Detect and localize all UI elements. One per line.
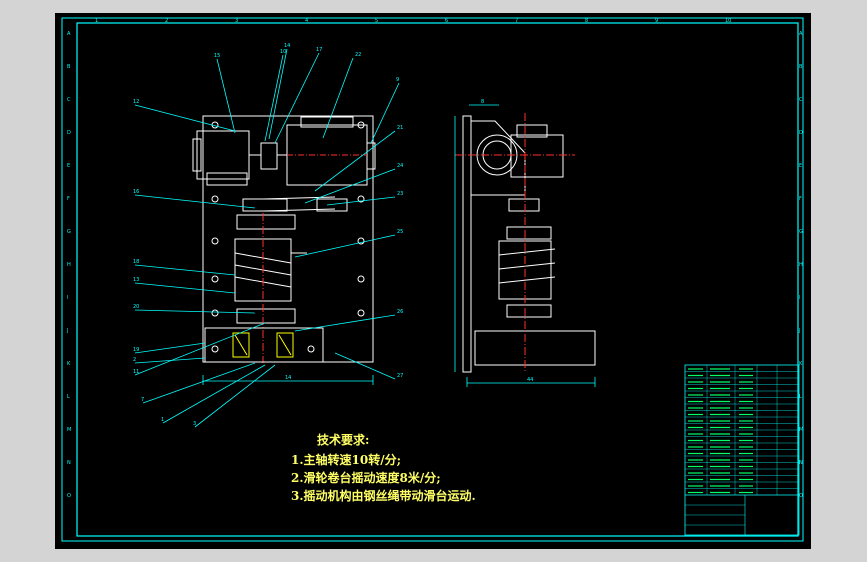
callout-label: 24 xyxy=(397,163,403,169)
zone-top-label: 3 xyxy=(235,18,238,24)
callout-label: 14 xyxy=(284,43,290,49)
zone-top-label: 7 xyxy=(515,18,518,24)
zone-side-label: K xyxy=(799,361,803,367)
callout-label: 19 xyxy=(133,347,139,353)
callout-label: 27 xyxy=(397,373,403,379)
zone-side-label: K xyxy=(67,361,71,367)
coupling xyxy=(260,142,278,170)
bearing-lower xyxy=(236,308,296,324)
zone-side-label: M xyxy=(67,427,71,433)
bearing-upper xyxy=(236,214,296,230)
bolt-holes xyxy=(211,121,365,353)
tech-req-item-1: 1.主轴转速10转/分; xyxy=(291,453,402,467)
dimension-label: 8 xyxy=(481,99,484,105)
zone-top-label: 10 xyxy=(725,18,731,24)
outer-sheet-border xyxy=(61,17,804,542)
callout-label: 15 xyxy=(214,53,220,59)
zone-side-label: L xyxy=(67,394,70,400)
zone-side-label: N xyxy=(67,460,71,466)
zone-side-label: F xyxy=(67,196,70,202)
zone-side-label: J xyxy=(798,328,800,334)
pulley-upper xyxy=(242,198,288,212)
motor-base xyxy=(206,172,248,186)
tech-req-item-2: 2.滑轮卷台摇动速度8米/分; xyxy=(291,471,441,485)
callout-label: 9 xyxy=(396,77,399,83)
callout-label: 10 xyxy=(280,49,286,55)
zone-side-label: C xyxy=(799,97,803,103)
leader-lines xyxy=(134,48,400,428)
zone-top-label: 6 xyxy=(445,18,448,24)
callout-label: 21 xyxy=(397,125,403,131)
callout-label: 16 xyxy=(133,189,139,195)
dimensions xyxy=(202,104,596,387)
zone-side-label: L xyxy=(799,394,802,400)
inner-drawing-border xyxy=(76,22,799,537)
callout-labels: 1216181320191171322221242325262715141710… xyxy=(133,43,403,427)
callout-label: 13 xyxy=(133,277,139,283)
zone-side-label: B xyxy=(799,64,803,70)
callout-label: 18 xyxy=(133,259,139,265)
callout-label: 17 xyxy=(316,47,322,53)
zone-side-label: I xyxy=(67,295,68,301)
callout-label: 1 xyxy=(161,417,164,423)
zone-side-label: A xyxy=(67,31,71,37)
callout-label: 12 xyxy=(133,99,139,105)
dimension-label: 14 xyxy=(285,375,291,381)
callout-label: 2 xyxy=(133,357,136,363)
side-frame xyxy=(462,115,472,373)
gear-housing xyxy=(204,327,324,363)
motor-cap xyxy=(192,138,202,172)
callout-label: 7 xyxy=(141,397,144,403)
callout-label: 11 xyxy=(133,369,139,375)
reducer-side xyxy=(510,134,564,178)
zone-side-label: M xyxy=(799,427,803,433)
zone-side-label: I xyxy=(799,295,800,301)
motor-body xyxy=(196,130,250,180)
pulley-right xyxy=(316,198,348,212)
side-view xyxy=(455,113,596,373)
zone-top-label: 9 xyxy=(655,18,658,24)
zone-side-label: O xyxy=(799,493,803,499)
zone-side-label: G xyxy=(67,229,71,235)
zone-side-label: E xyxy=(67,163,70,169)
zone-side-label: E xyxy=(799,163,802,169)
zone-side-label: H xyxy=(799,262,803,268)
zone-top-label: 4 xyxy=(305,18,308,24)
zone-side-label: F xyxy=(799,196,802,202)
zone-top-label: 2 xyxy=(165,18,168,24)
zone-side-label: J xyxy=(66,328,68,334)
tech-req-item-3: 3.摇动机构由钢丝绳带动滑台运动. xyxy=(291,489,476,503)
title-block xyxy=(684,364,800,536)
dimension-label: 44 xyxy=(527,377,533,383)
zone-side-label: C xyxy=(67,97,71,103)
zone-side-label: A xyxy=(799,31,803,37)
mechanical-drawing: 1216181320191171322221242325262715141710… xyxy=(61,17,804,542)
zone-top-label: 1 xyxy=(95,18,98,24)
zone-side-label: B xyxy=(67,64,71,70)
zone-top-label: 8 xyxy=(585,18,588,24)
zone-side-label: D xyxy=(799,130,803,136)
zone-side-label: G xyxy=(799,229,803,235)
base-block-side xyxy=(474,330,596,366)
callout-label: 3 xyxy=(193,421,196,427)
zone-top-label: 5 xyxy=(375,18,378,24)
dimension-labels: 14 44 8 xyxy=(285,99,533,383)
callout-label: 23 xyxy=(397,191,403,197)
callout-label: 25 xyxy=(397,229,403,235)
callout-label: 22 xyxy=(355,52,361,58)
callout-label: 26 xyxy=(397,309,403,315)
callout-label: 20 xyxy=(133,304,139,310)
tech-req-title: 技术要求: xyxy=(317,433,370,447)
zone-side-label: N xyxy=(799,460,803,466)
zone-side-label: H xyxy=(67,262,71,268)
zone-side-label: O xyxy=(67,493,71,499)
zone-side-label: D xyxy=(67,130,71,136)
front-view xyxy=(192,115,376,363)
title-block-frame xyxy=(684,364,800,536)
